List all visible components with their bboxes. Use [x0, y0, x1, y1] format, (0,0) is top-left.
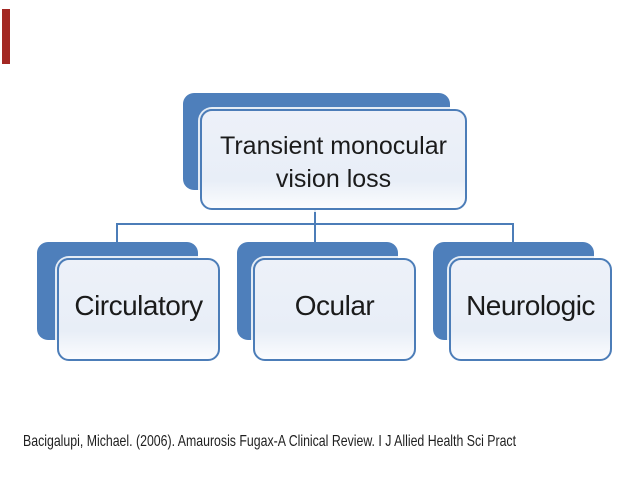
red-accent-bar: [2, 9, 10, 64]
circulatory-node-label: Circulatory: [74, 290, 203, 321]
connector-root-vertical: [314, 209, 316, 224]
ocular-node-box: Ocular: [253, 258, 416, 361]
citation-text: Bacigalupi, Michael. (2006). Amaurosis F…: [23, 433, 517, 450]
connector-stub-ocular: [314, 223, 316, 243]
neurologic-node-label: Neurologic: [466, 290, 595, 321]
connector-stub-circulatory: [116, 223, 118, 243]
neurologic-node-box: Neurologic: [449, 258, 612, 361]
ocular-node-label: Ocular: [294, 290, 375, 321]
connector-stub-neurologic: [512, 223, 514, 243]
circulatory-node-box: Circulatory: [57, 258, 220, 361]
root-node-box: Transient monocular vision loss: [200, 109, 467, 210]
root-node-label: Transient monocular vision loss: [220, 132, 447, 193]
